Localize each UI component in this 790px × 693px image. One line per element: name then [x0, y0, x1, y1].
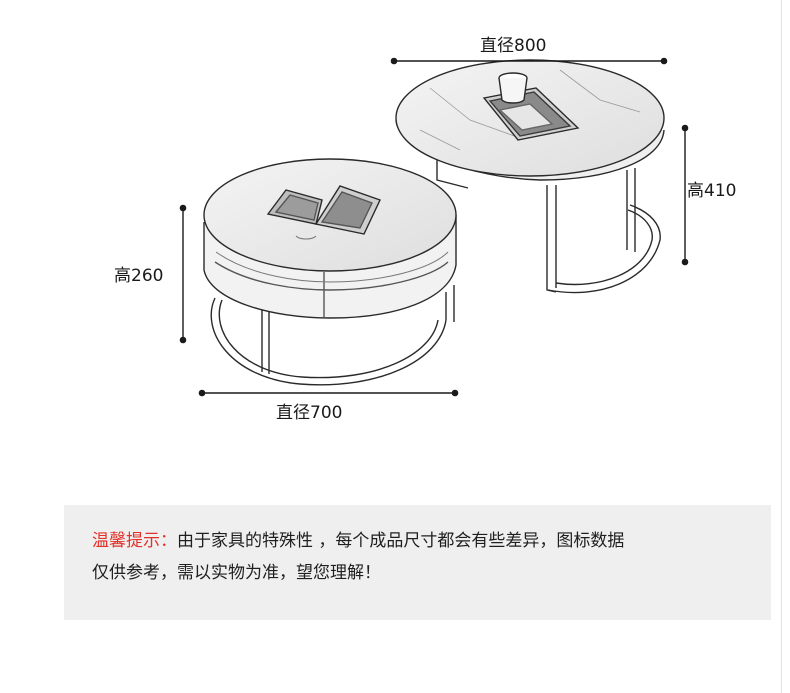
- notice-line-2: 仅供参考，需以实物为准，望您理解！: [92, 563, 381, 583]
- dimension-endpoint: [198, 389, 206, 397]
- notice-line-1: 由于家具的特殊性 ，每个成品尺寸都会有些差异，图标数据: [177, 531, 625, 551]
- dimension-endpoint: [660, 57, 668, 65]
- notice-label: 温馨提示：: [92, 531, 177, 551]
- small-table-diameter-label: 直径700: [276, 403, 343, 423]
- dimension-endpoint: [179, 336, 187, 344]
- dimension-endpoint: [451, 389, 459, 397]
- large-table-height-label: 高410: [687, 181, 737, 201]
- small-table-height-label: 高260: [114, 266, 164, 286]
- large-table-diameter-label: 直径800: [480, 36, 547, 56]
- coffee-table-sketch: [179, 57, 689, 397]
- dimension-endpoint: [179, 204, 187, 212]
- dimension-endpoint: [681, 258, 689, 266]
- large-round-table: [395, 59, 665, 294]
- small-round-table: [203, 158, 457, 386]
- dimension-lines: [179, 57, 689, 397]
- notice-box: 温馨提示：由于家具的特殊性 ，每个成品尺寸都会有些差异，图标数据 仅供参考，需以…: [64, 505, 771, 620]
- dimension-endpoint: [681, 124, 689, 132]
- product-dimension-drawing: 直径800 高410 高260 直径700: [114, 36, 737, 423]
- page-edge-divider: [781, 0, 782, 693]
- dimension-endpoint: [390, 57, 398, 65]
- notice-text: 温馨提示：由于家具的特殊性 ，每个成品尺寸都会有些差异，图标数据 仅供参考，需以…: [92, 525, 762, 589]
